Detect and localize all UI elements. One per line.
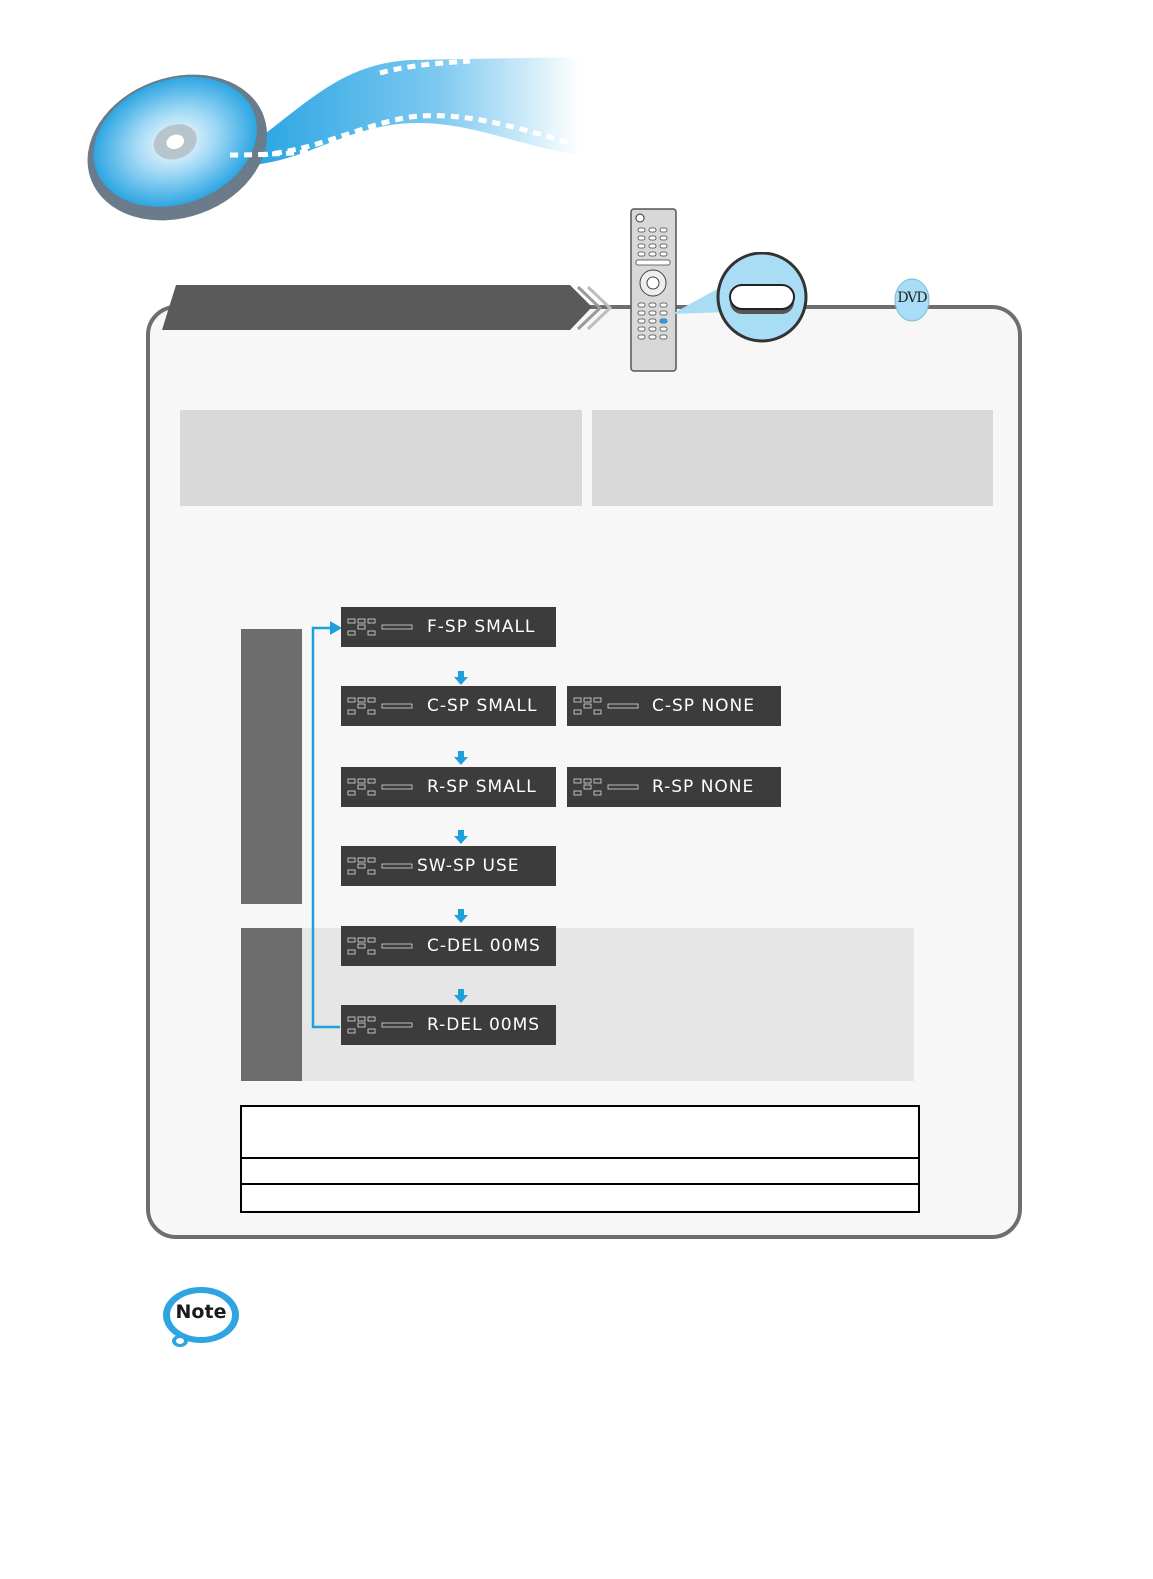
dvd-badge-icon: [894, 278, 930, 322]
lcd-subwoofer-use: SW-SP USE: [341, 846, 556, 886]
dvd-disc-badge: DVD: [893, 278, 931, 326]
flow-arrow-down-icon: [454, 671, 468, 685]
lcd-channel-indicator-icon: [347, 618, 413, 636]
button-callout-bubble: [672, 252, 808, 343]
lcd-prefix: C: [427, 936, 440, 956]
lcd-label: -DEL 00MS: [439, 936, 541, 956]
lcd-label: -SP USE: [445, 856, 520, 876]
lcd-rear-speaker-small: R-SP SMALL: [341, 767, 556, 807]
lcd-label: -DEL 00MS: [439, 1015, 541, 1035]
lcd-rear-delay: R-DEL 00MS: [341, 1005, 556, 1045]
delay-setup-sidebar: [241, 928, 302, 1081]
lcd-label: -SP SMALL: [439, 777, 537, 797]
lcd-prefix: R: [652, 777, 665, 797]
lcd-label: -SP SMALL: [439, 696, 538, 716]
table-row: [242, 1157, 918, 1159]
lcd-channel-indicator-icon: [347, 697, 413, 715]
flow-arrow-down-icon: [454, 751, 468, 765]
lcd-channel-indicator-icon: [573, 778, 639, 796]
loop-back-connector: [311, 621, 342, 1029]
lcd-prefix: C: [427, 696, 440, 716]
note-bubble-icon: [163, 1287, 239, 1347]
speaker-setup-sidebar: [241, 629, 302, 904]
disc-filmstrip-artwork: [87, 57, 580, 221]
lcd-prefix: SW: [417, 856, 446, 876]
lcd-label: -SP NONE: [664, 696, 756, 716]
lcd-prefix: C: [652, 696, 665, 716]
lcd-center-delay: C-DEL 00MS: [341, 926, 556, 966]
lcd-label: -SP SMALL: [437, 617, 536, 637]
note-label: Note: [175, 1301, 227, 1323]
lcd-label: -SP NONE: [664, 777, 755, 797]
lcd-channel-indicator-icon: [347, 778, 413, 796]
lcd-prefix: R: [427, 1015, 440, 1035]
instruction-box-right: [592, 410, 993, 506]
dvd-badge-label: DVD: [897, 290, 927, 306]
lcd-center-speaker-small: C-SP SMALL: [341, 686, 556, 726]
lcd-prefix: F: [427, 617, 438, 637]
lcd-rear-speaker-none: R-SP NONE: [567, 767, 781, 807]
lcd-front-speaker-small: F-SP SMALL: [341, 607, 556, 647]
table-row: [242, 1183, 918, 1185]
lcd-channel-indicator-icon: [347, 937, 413, 955]
flow-arrow-down-icon: [454, 830, 468, 844]
lcd-channel-indicator-icon: [347, 857, 413, 875]
flow-arrow-down-icon: [454, 989, 468, 1003]
settings-table: [240, 1105, 920, 1213]
remote-control-icon: [630, 208, 677, 372]
lcd-center-speaker-none: C-SP NONE: [567, 686, 781, 726]
lcd-channel-indicator-icon: [573, 697, 639, 715]
lcd-prefix: R: [427, 777, 440, 797]
section-title-banner: [162, 285, 613, 331]
instruction-box-left: [180, 410, 582, 506]
flow-arrow-down-icon: [454, 909, 468, 923]
lcd-channel-indicator-icon: [347, 1016, 413, 1034]
note-badge: Note: [160, 1285, 242, 1357]
